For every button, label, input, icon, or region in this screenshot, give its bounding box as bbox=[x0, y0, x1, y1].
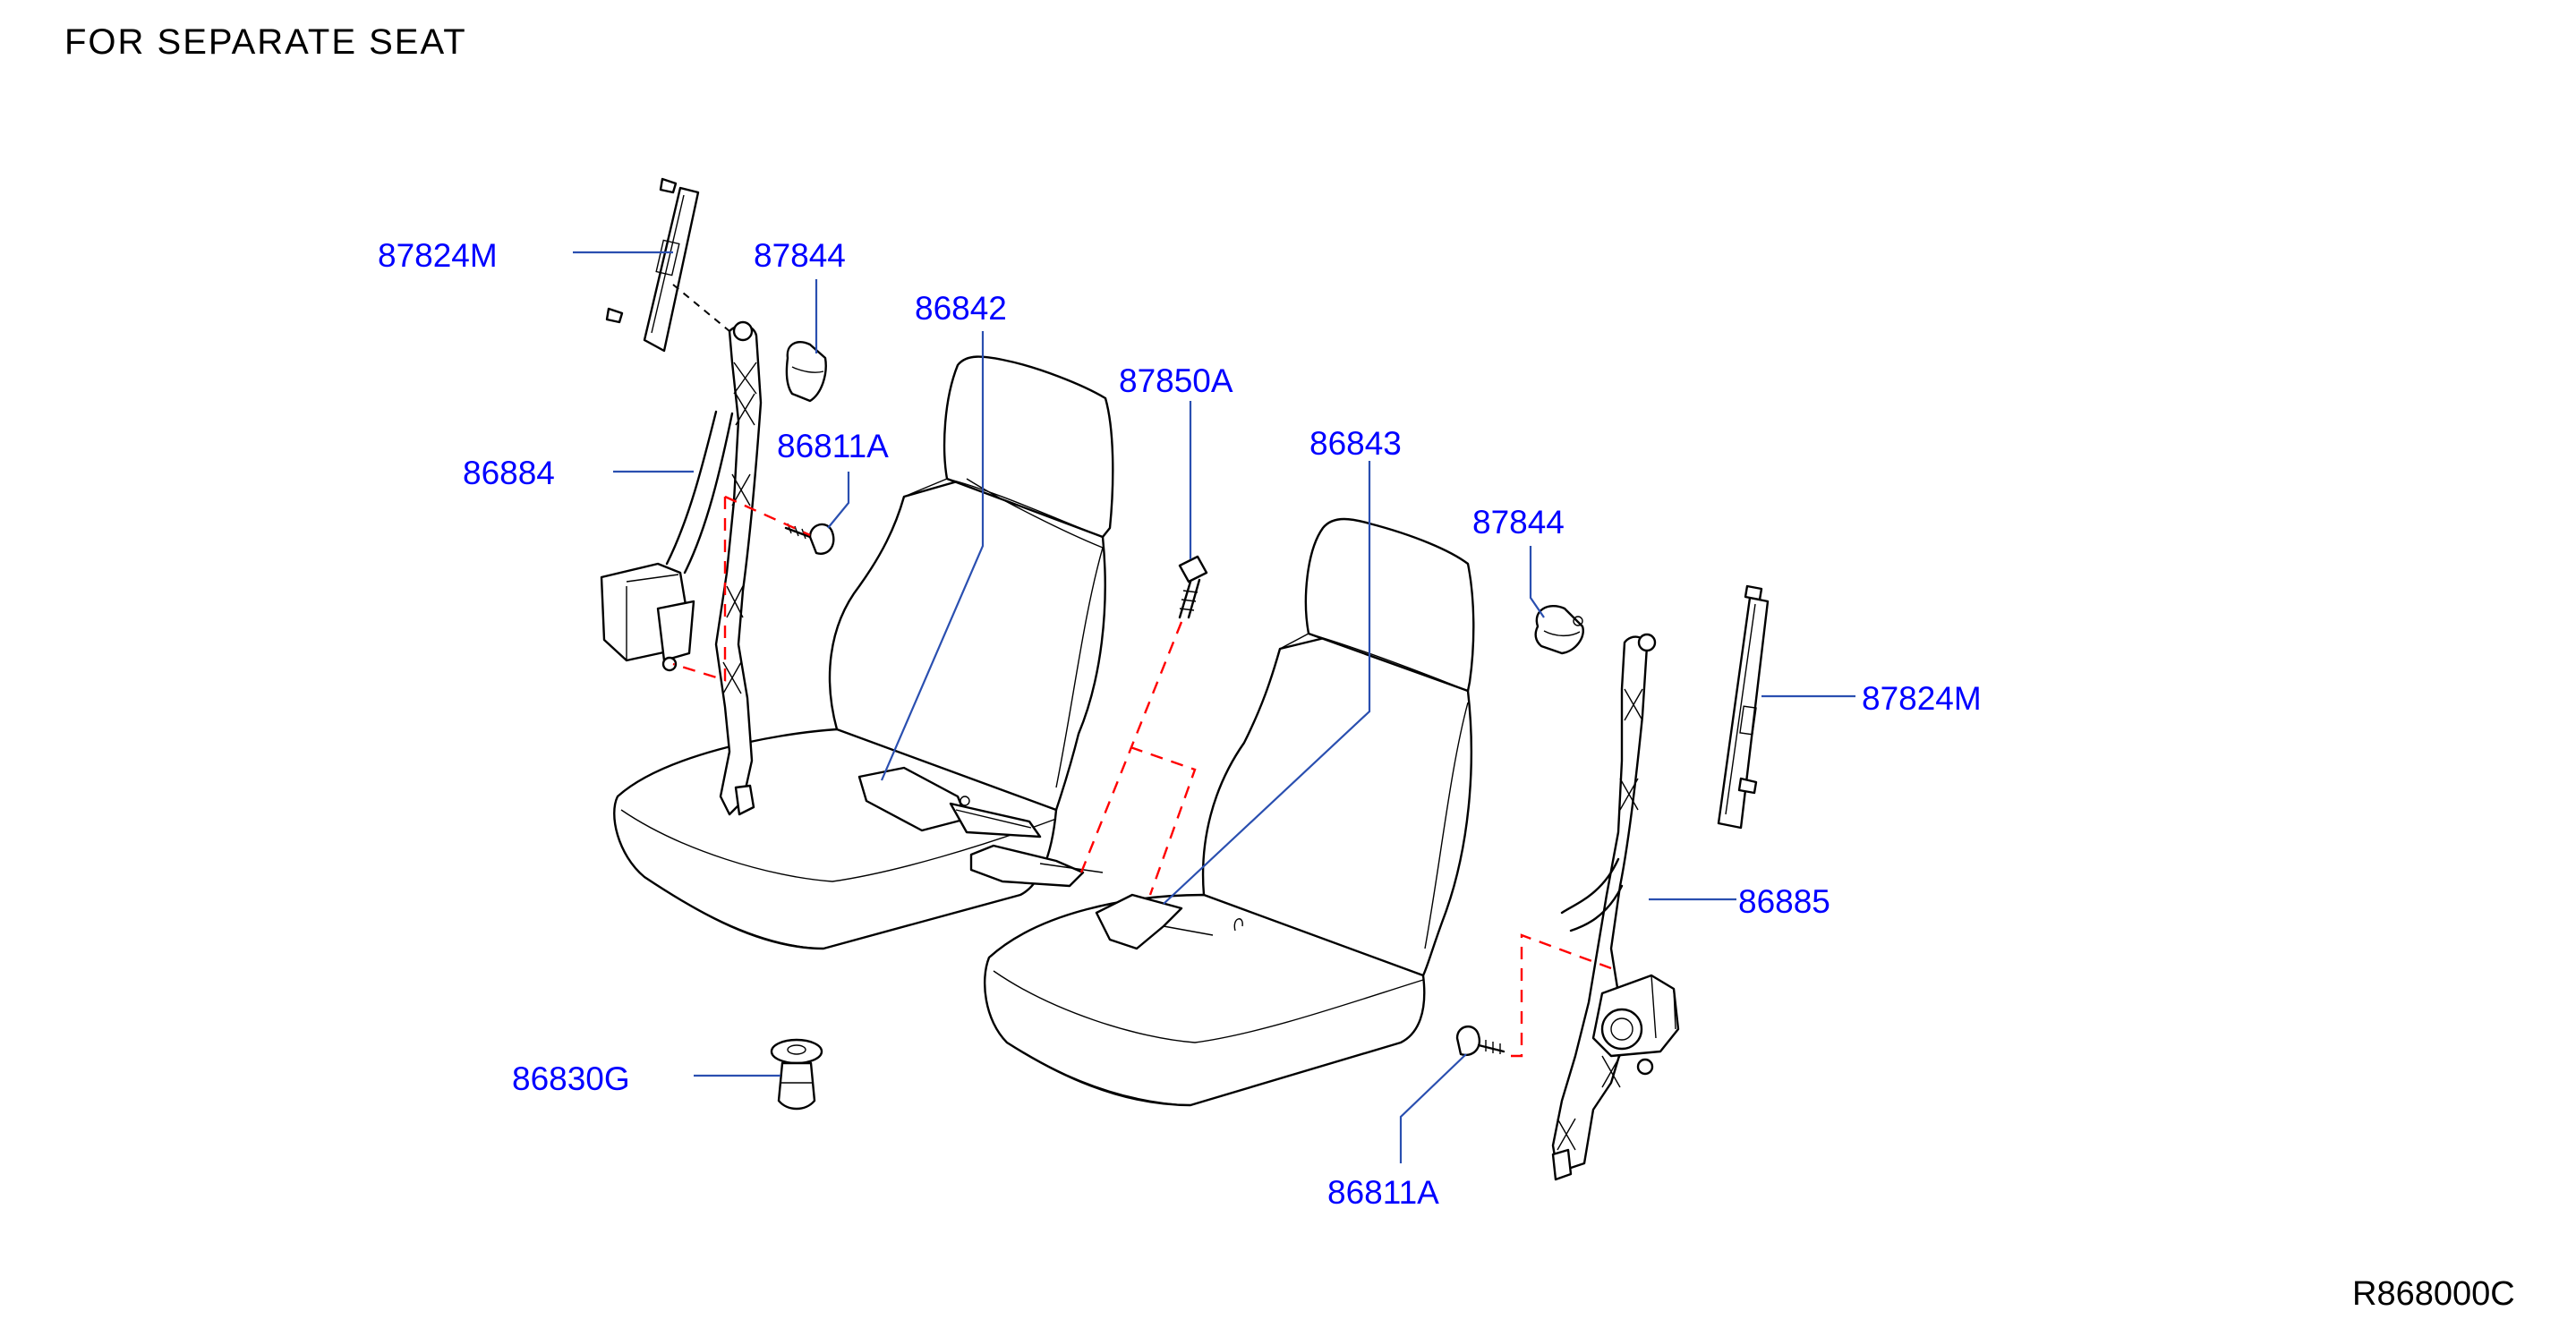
callout-87824M-right: 87824M bbox=[1862, 680, 1982, 717]
connector-dashed-red-center-2 bbox=[1130, 745, 1197, 896]
grommet-clip bbox=[770, 1038, 823, 1111]
connector-dashed-red-right bbox=[1511, 933, 1612, 1058]
callout-87824M-left: 87824M bbox=[378, 237, 498, 274]
anchor-bolt-right bbox=[1455, 1026, 1506, 1057]
anchor-cover-cap-right bbox=[1534, 605, 1584, 655]
callout-86830G: 86830G bbox=[512, 1060, 630, 1097]
callout-86884: 86884 bbox=[463, 455, 555, 491]
leader-86811A-left bbox=[827, 472, 850, 529]
callout-87844-right: 87844 bbox=[1472, 504, 1565, 541]
right-seat bbox=[984, 517, 1475, 1107]
connector-dashed-red-left-1 bbox=[672, 497, 727, 682]
leader-87844-right bbox=[1529, 546, 1545, 618]
anchor-bolt-left bbox=[784, 523, 835, 555]
leader-86811A-right bbox=[1399, 1053, 1467, 1163]
callout-87844-left: 87844 bbox=[754, 237, 846, 274]
callout-86843: 86843 bbox=[1309, 425, 1402, 462]
callout-86811A-right: 86811A bbox=[1327, 1174, 1439, 1211]
anchor-cover-cap-left bbox=[785, 341, 827, 403]
callout-86811A-left: 86811A bbox=[777, 428, 889, 464]
upper-anchor-trim-right bbox=[1717, 584, 1770, 830]
connector-dashed-red-left-2 bbox=[724, 495, 811, 537]
upper-anchor-trim-left bbox=[605, 177, 700, 353]
diagram-reference-code: R868000C bbox=[2352, 1275, 2515, 1313]
leader-86843 bbox=[1163, 461, 1371, 905]
diagram-header: FOR SEPARATE SEAT bbox=[64, 22, 467, 62]
center-bolt bbox=[1178, 555, 1208, 619]
callout-86842: 86842 bbox=[915, 290, 1007, 327]
callout-86885: 86885 bbox=[1738, 883, 1830, 920]
connector-dashed-black bbox=[672, 284, 730, 332]
seat-belt-assembly-left bbox=[600, 320, 763, 816]
callout-87850A: 87850A bbox=[1119, 362, 1233, 399]
leader-86842 bbox=[880, 331, 985, 781]
seat-belt-assembly-right bbox=[1551, 633, 1680, 1181]
leader-lines bbox=[573, 251, 1855, 1163]
